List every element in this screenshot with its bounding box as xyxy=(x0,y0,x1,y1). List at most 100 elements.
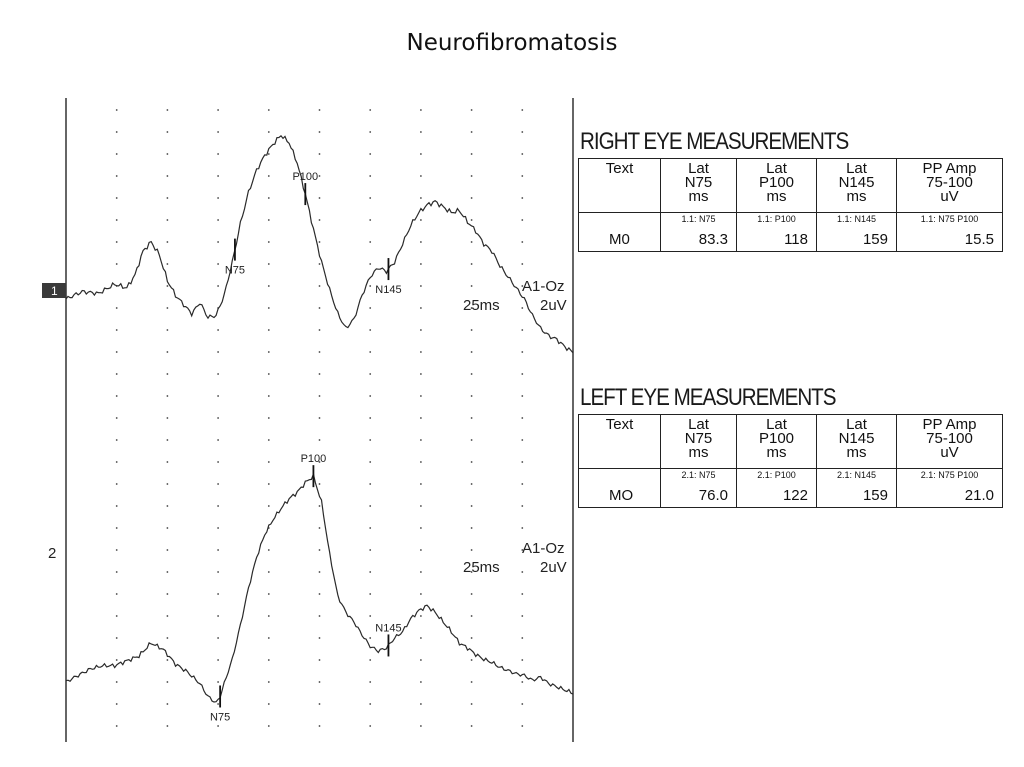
grid-dot xyxy=(420,263,422,265)
grid-dot xyxy=(470,241,473,243)
grid-dot xyxy=(217,659,220,661)
grid-dot xyxy=(267,131,270,133)
grid-dot xyxy=(521,197,524,199)
grid-dot xyxy=(267,153,270,155)
grid-dot xyxy=(267,637,270,639)
grid-dot xyxy=(521,175,524,177)
grid-dot xyxy=(166,483,169,485)
grid-dot xyxy=(470,307,473,309)
grid-dot xyxy=(115,263,118,265)
grid-dot xyxy=(470,109,473,111)
grid-dot xyxy=(318,351,321,353)
grid-dot xyxy=(470,395,473,397)
grid-dot xyxy=(217,351,220,353)
grid-dot xyxy=(115,483,118,485)
grid-dots xyxy=(115,109,524,727)
grid-dot xyxy=(470,505,473,507)
grid-dot xyxy=(420,153,422,155)
grid-dot xyxy=(267,483,270,485)
grid-dot xyxy=(115,395,118,397)
grid-dot xyxy=(318,703,321,705)
grid-dot xyxy=(470,571,473,573)
grid-dot xyxy=(166,285,169,287)
grid-dot xyxy=(267,219,270,221)
grid-dot xyxy=(420,285,422,287)
grid-dot xyxy=(318,263,321,265)
grid-dot xyxy=(369,153,372,155)
grid-dot xyxy=(115,527,118,529)
grid-dot xyxy=(217,395,220,397)
grid-dot xyxy=(420,659,422,661)
grid-dot xyxy=(115,219,118,221)
grid-dot xyxy=(318,439,321,441)
grid-dot xyxy=(166,373,169,375)
grid-dot xyxy=(166,549,169,551)
grid-dot xyxy=(369,637,372,639)
grid-dot xyxy=(217,263,220,265)
grid-dot xyxy=(369,307,372,309)
grid-dot xyxy=(166,131,169,133)
grid-dot xyxy=(267,615,270,617)
grid-dot xyxy=(470,285,473,287)
grid-dot xyxy=(369,219,372,221)
grid-dot xyxy=(115,615,118,617)
grid-dot xyxy=(470,615,473,617)
channel-1-trace xyxy=(65,134,574,354)
grid-dot xyxy=(470,659,473,661)
grid-dot xyxy=(420,615,422,617)
grid-dot xyxy=(267,549,270,551)
grid-dot xyxy=(217,549,220,551)
grid-dot xyxy=(369,659,372,661)
grid-dot xyxy=(521,483,524,485)
grid-dot xyxy=(369,549,372,551)
grid-dot xyxy=(369,725,372,727)
grid-dot xyxy=(166,417,169,419)
grid-dot xyxy=(318,527,321,529)
marker-n75-label: N75 xyxy=(225,265,245,277)
grid-dot xyxy=(217,461,220,463)
grid-dot xyxy=(217,373,220,375)
grid-dot xyxy=(470,131,473,133)
grid-dot xyxy=(217,175,220,177)
grid-dot xyxy=(115,461,118,463)
grid-dot xyxy=(420,439,422,441)
grid-dot xyxy=(521,703,524,705)
grid-dot xyxy=(470,483,473,485)
grid-dot xyxy=(115,571,118,573)
grid-dot xyxy=(369,681,372,683)
grid-dot xyxy=(318,175,321,177)
grid-dot xyxy=(420,395,422,397)
grid-dot xyxy=(217,703,220,705)
grid-dot xyxy=(521,329,524,331)
channel-2-label: 2 xyxy=(48,545,56,562)
grid-dot xyxy=(267,241,270,243)
grid-dot xyxy=(521,527,524,529)
grid-dot xyxy=(217,571,220,573)
channel-2-trace xyxy=(65,472,574,703)
grid-dot xyxy=(217,285,220,287)
grid-dot xyxy=(521,351,524,353)
grid-dot xyxy=(267,373,270,375)
grid-dot xyxy=(521,725,524,727)
grid-dot xyxy=(115,373,118,375)
grid-dot xyxy=(318,373,321,375)
grid-dot xyxy=(369,241,372,243)
grid-dot xyxy=(420,197,422,199)
grid-dot xyxy=(521,681,524,683)
grid-dot xyxy=(318,505,321,507)
grid-dot xyxy=(166,109,169,111)
grid-dot xyxy=(369,593,372,595)
row-label-cell: M0 xyxy=(578,212,661,252)
grid-dot xyxy=(267,109,270,111)
grid-dot xyxy=(470,461,473,463)
grid-dot xyxy=(470,329,473,331)
grid-dot xyxy=(267,395,270,397)
grid-dot xyxy=(521,505,524,507)
